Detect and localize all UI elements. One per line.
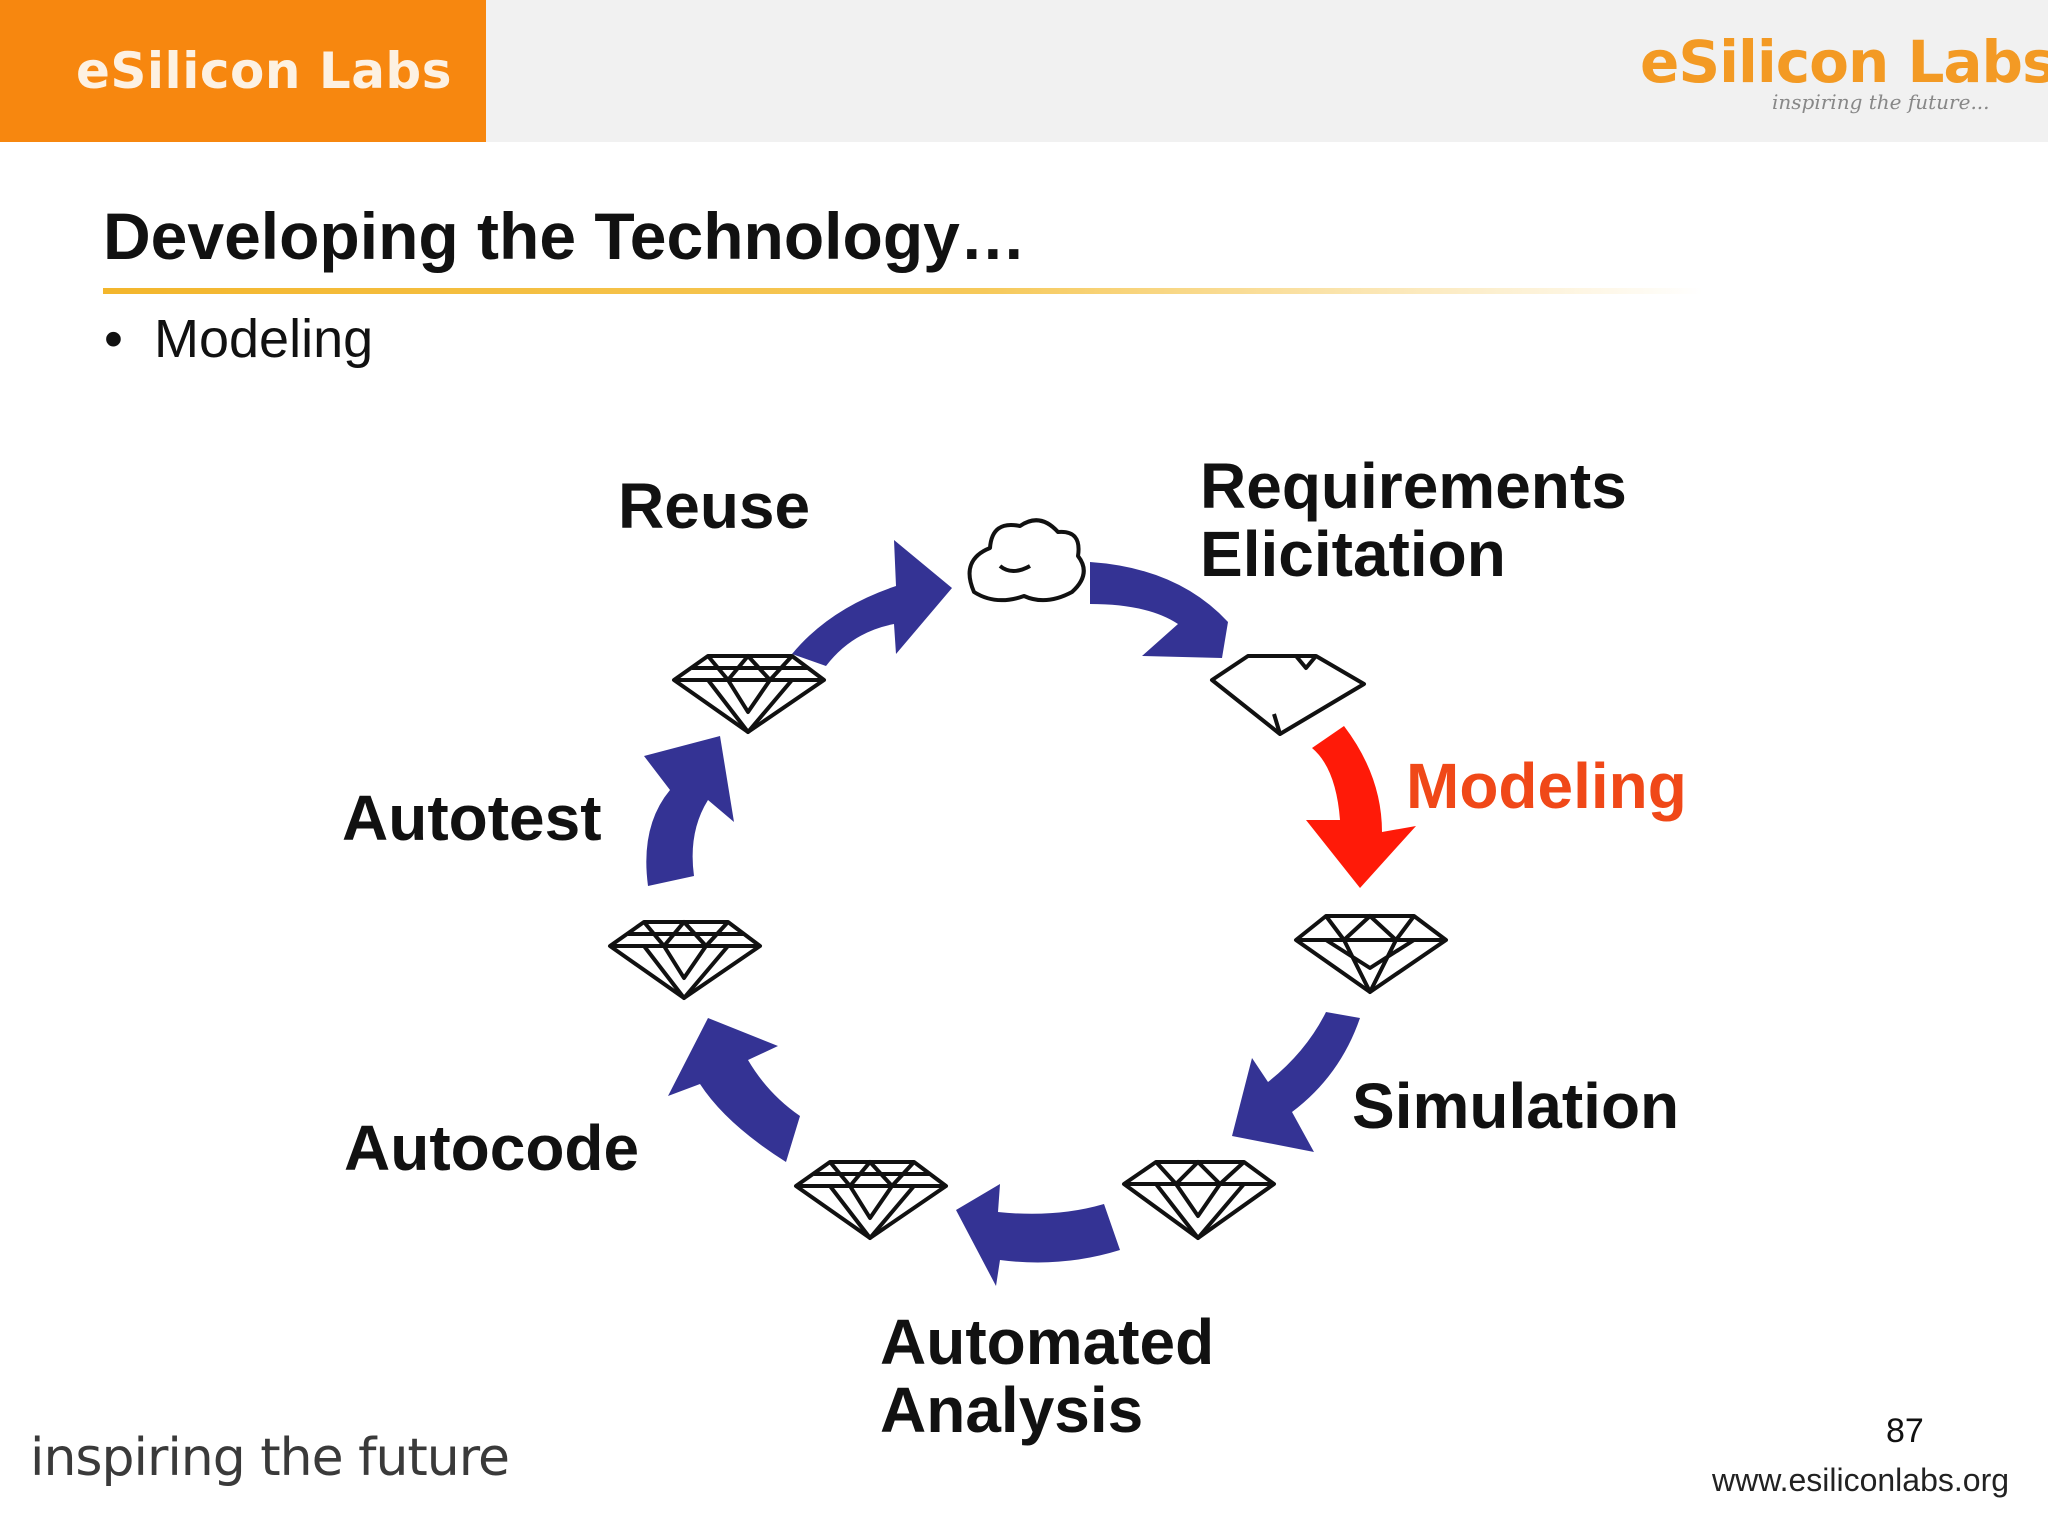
page-number: 87 <box>1886 1412 1924 1450</box>
stage-label-line: Automated <box>880 1306 1215 1378</box>
cycle-arrows <box>644 540 1416 1286</box>
partly-cut-diamond-icon <box>1294 914 1448 994</box>
stage-label-requirements-elicitation: Requirements Elicitation <box>1200 452 1627 588</box>
arrow-autotest-to-reuse <box>792 540 952 666</box>
arrow-modeling-to-simulation <box>1232 1012 1360 1152</box>
footer-slogan: inspiring the future <box>30 1428 510 1488</box>
cut-diamond-icon <box>794 1160 948 1240</box>
title-underline <box>103 288 1703 294</box>
cut-diamond-icon <box>672 654 826 734</box>
stage-label-line: Analysis <box>880 1374 1144 1446</box>
stage-label-reuse: Reuse <box>618 472 810 540</box>
stage-label-line: Requirements <box>1200 450 1627 522</box>
stage-label-line: Reuse <box>618 470 811 542</box>
stage-label-line: Autocode <box>344 1112 640 1184</box>
cut-diamond-icon <box>1122 1160 1276 1240</box>
arrow-reuse-to-requirements <box>1090 562 1228 658</box>
arrow-autocode-to-autotest <box>644 736 734 886</box>
logo-wordmark: eSilicon Labs <box>1640 28 2048 96</box>
company-logo: eSilicon Labs inspiring the future... <box>1640 28 2048 128</box>
stage-label-line: Simulation <box>1352 1070 1680 1142</box>
stage-label-automated-analysis: Automated Analysis <box>880 1308 1214 1444</box>
stage-label-line: Elicitation <box>1200 518 1506 590</box>
footer-url: www.esiliconlabs.org <box>1712 1462 2010 1498</box>
rough-stone-icon <box>967 518 1086 603</box>
arrow-simulation-to-analysis <box>956 1184 1120 1286</box>
brand-label: eSilicon Labs <box>76 42 452 100</box>
bullet-item: • Modeling <box>104 308 373 370</box>
arrow-analysis-to-autocode <box>668 1018 800 1162</box>
bullet-text: Modeling <box>154 309 374 369</box>
arrow-requirements-to-modeling <box>1306 726 1416 888</box>
logo-tagline: inspiring the future... <box>1772 90 1990 114</box>
stage-label-simulation: Simulation <box>1352 1072 1679 1140</box>
stage-label-line: Autotest <box>342 782 602 854</box>
stage-label-modeling: Modeling <box>1406 752 1687 820</box>
stage-label-autotest: Autotest <box>342 784 602 852</box>
slide-title: Developing the Technology… <box>103 199 1026 273</box>
cut-diamond-icon <box>608 920 762 1000</box>
stage-label-autocode: Autocode <box>344 1114 639 1182</box>
stage-label-line: Modeling <box>1406 750 1687 822</box>
rough-diamond-icon <box>1210 654 1366 736</box>
bullet-dot: • <box>104 309 123 369</box>
brand-box: eSilicon Labs <box>0 0 486 142</box>
